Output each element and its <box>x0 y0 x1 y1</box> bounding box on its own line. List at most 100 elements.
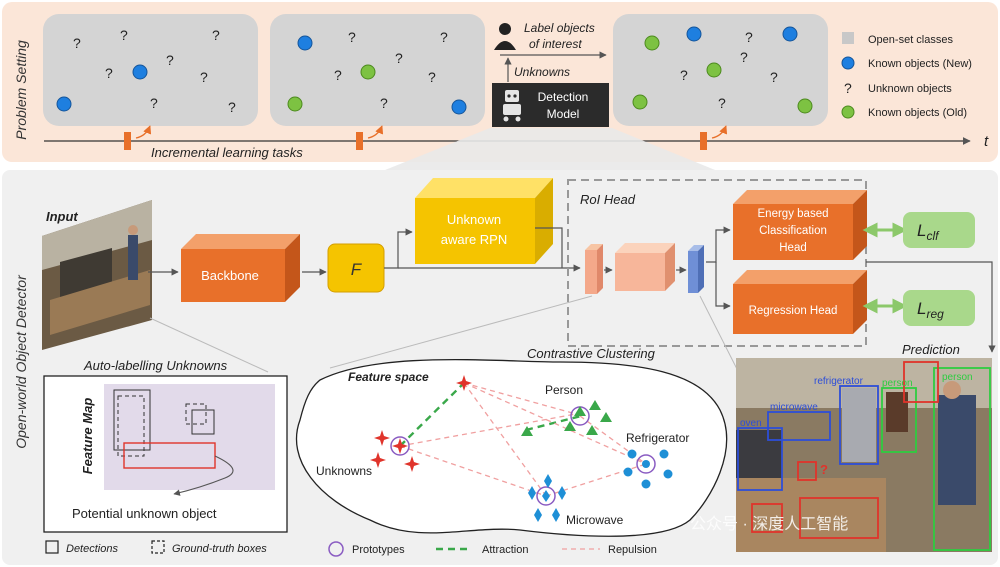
input-label: Input <box>46 209 78 224</box>
pred-box-person-2 <box>933 367 991 551</box>
rpn-block <box>415 178 553 264</box>
energy-line2: Classification <box>759 225 827 237</box>
person-cluster-label: Person <box>545 383 583 397</box>
microwave-cluster-label: Microwave <box>566 513 624 527</box>
detection-box <box>191 409 215 435</box>
unknown-mark: ? <box>380 95 388 111</box>
known-old-dot <box>797 98 813 114</box>
f-to-rpn-arrow <box>384 228 413 269</box>
pred-box-person-1 <box>881 387 917 453</box>
unknown-mark: ? <box>212 27 220 43</box>
known-old-dot <box>360 64 376 80</box>
pred-box-unknown <box>799 497 879 539</box>
repulsion-lines <box>399 382 647 497</box>
legend-gt-swatch <box>151 540 165 554</box>
task-arrow-3 <box>711 125 728 139</box>
person-cluster <box>521 400 612 436</box>
label-objects-line2: of interest <box>529 37 582 51</box>
legend-detection-swatch <box>45 540 59 554</box>
unknown-sparkle <box>456 375 472 391</box>
task-panel-2 <box>270 14 485 126</box>
microwave-cluster <box>528 474 566 522</box>
refrigerator-point <box>623 467 633 477</box>
legend-detections: Detections <box>66 543 118 555</box>
detection-model-line2: Model <box>547 107 580 121</box>
open-set-swatch <box>842 32 854 44</box>
detection-box <box>113 389 151 451</box>
pred-box-unknown <box>751 503 783 533</box>
unknown-mark: ? <box>745 29 753 45</box>
feature-f-label: F <box>351 260 363 279</box>
microwave-point <box>558 486 566 500</box>
known-new-dot <box>686 26 702 42</box>
roi-head-label: RoI Head <box>580 192 636 207</box>
unknown-sparkle <box>374 430 390 446</box>
legend-prototypes: Prototypes <box>352 544 405 556</box>
person-icon <box>494 23 516 50</box>
task-arrow-1 <box>135 125 152 139</box>
ground-truth-box <box>185 403 207 425</box>
legend-unknown: Unknown objects <box>868 83 952 95</box>
legend-open-set: Open-set classes <box>868 34 953 46</box>
reg-loss-box <box>903 290 975 326</box>
feature-space-blob <box>295 358 728 537</box>
refrigerator-point <box>659 449 669 459</box>
contrastive-title: Contrastive Clustering <box>527 346 656 361</box>
zoom-line-input <box>149 317 269 373</box>
known-new-dot <box>451 99 467 115</box>
roi-layer-3 <box>688 245 704 293</box>
feature-map-area <box>104 384 275 490</box>
refrigerator-point <box>627 449 637 459</box>
known-old-dot <box>706 62 722 78</box>
backbone-label: Backbone <box>201 268 259 283</box>
unknown-mark: ? <box>120 27 128 43</box>
regression-label: Regression Head <box>749 305 838 317</box>
known-old-swatch <box>841 105 855 119</box>
pred-label-oven: oven <box>740 418 762 429</box>
prediction-boxes <box>737 361 991 551</box>
unknown-mark: ? <box>680 67 688 83</box>
potential-arrow <box>173 455 234 496</box>
prototype-ring <box>536 486 556 506</box>
unknown-sparkle <box>370 452 386 468</box>
pred-label-person: person <box>942 372 973 383</box>
zoom-line-left <box>329 295 593 369</box>
microwave-point <box>544 474 552 488</box>
to-reg-arrow <box>715 262 731 310</box>
prototype-ring <box>636 454 656 474</box>
detection-model-line1: Detection <box>538 90 589 104</box>
person-point <box>574 406 586 416</box>
legend-gt: Ground-truth boxes <box>172 543 267 555</box>
legend-prototype-swatch <box>328 541 344 557</box>
task-marker-3 <box>700 132 707 150</box>
legend-repulsion: Repulsion <box>608 544 657 556</box>
known-new-swatch <box>841 56 855 70</box>
problem-legend: Open-set classes Known objects (New) ? U… <box>841 32 972 119</box>
energy-line3: Head <box>779 242 807 254</box>
watermark: 公众号 · 深度人工智能 <box>690 515 848 533</box>
microwave-point <box>542 490 550 502</box>
rpn-line2: aware RPN <box>441 232 507 247</box>
regression-head-block <box>733 270 867 334</box>
unknown-mark: ? <box>440 29 448 45</box>
legend-unknown-symbol: ? <box>844 80 852 96</box>
task-marker-2 <box>356 132 363 150</box>
energy-line1: Energy based <box>758 208 829 220</box>
known-new-dot <box>782 26 798 42</box>
known-new-dot <box>132 64 148 80</box>
roi-layer-1 <box>585 244 603 294</box>
unknowns-cluster <box>370 375 472 472</box>
roi-layer-2 <box>615 243 675 291</box>
known-new-dot <box>297 35 313 51</box>
clf-loss-box <box>903 212 975 248</box>
task-marker-1 <box>124 132 131 150</box>
unknown-mark: ? <box>73 35 81 51</box>
pred-box-refrigerator <box>839 385 879 465</box>
pred-box-oven <box>737 427 783 491</box>
unknown-mark: ? <box>770 69 778 85</box>
to-prediction-arrow <box>866 261 996 353</box>
unknown-mark: ? <box>166 52 174 68</box>
input-image <box>42 200 152 350</box>
